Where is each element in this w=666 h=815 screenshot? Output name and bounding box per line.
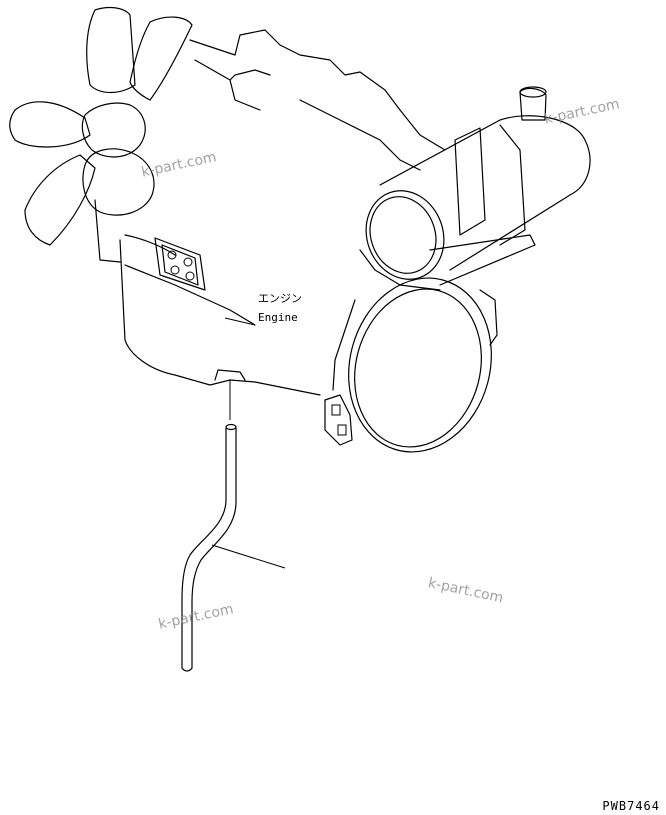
engine-label-jp: エンジン	[258, 292, 302, 305]
flywheel-housing	[324, 277, 498, 453]
cooling-fan	[9, 6, 193, 263]
engine-block	[119, 29, 446, 396]
engine-label-en: Engine	[258, 311, 298, 324]
drawing-code: PWB7464	[602, 799, 660, 813]
air-cleaner	[359, 86, 591, 291]
engine-leader-line	[224, 317, 256, 326]
dipstick-tube	[181, 380, 286, 672]
